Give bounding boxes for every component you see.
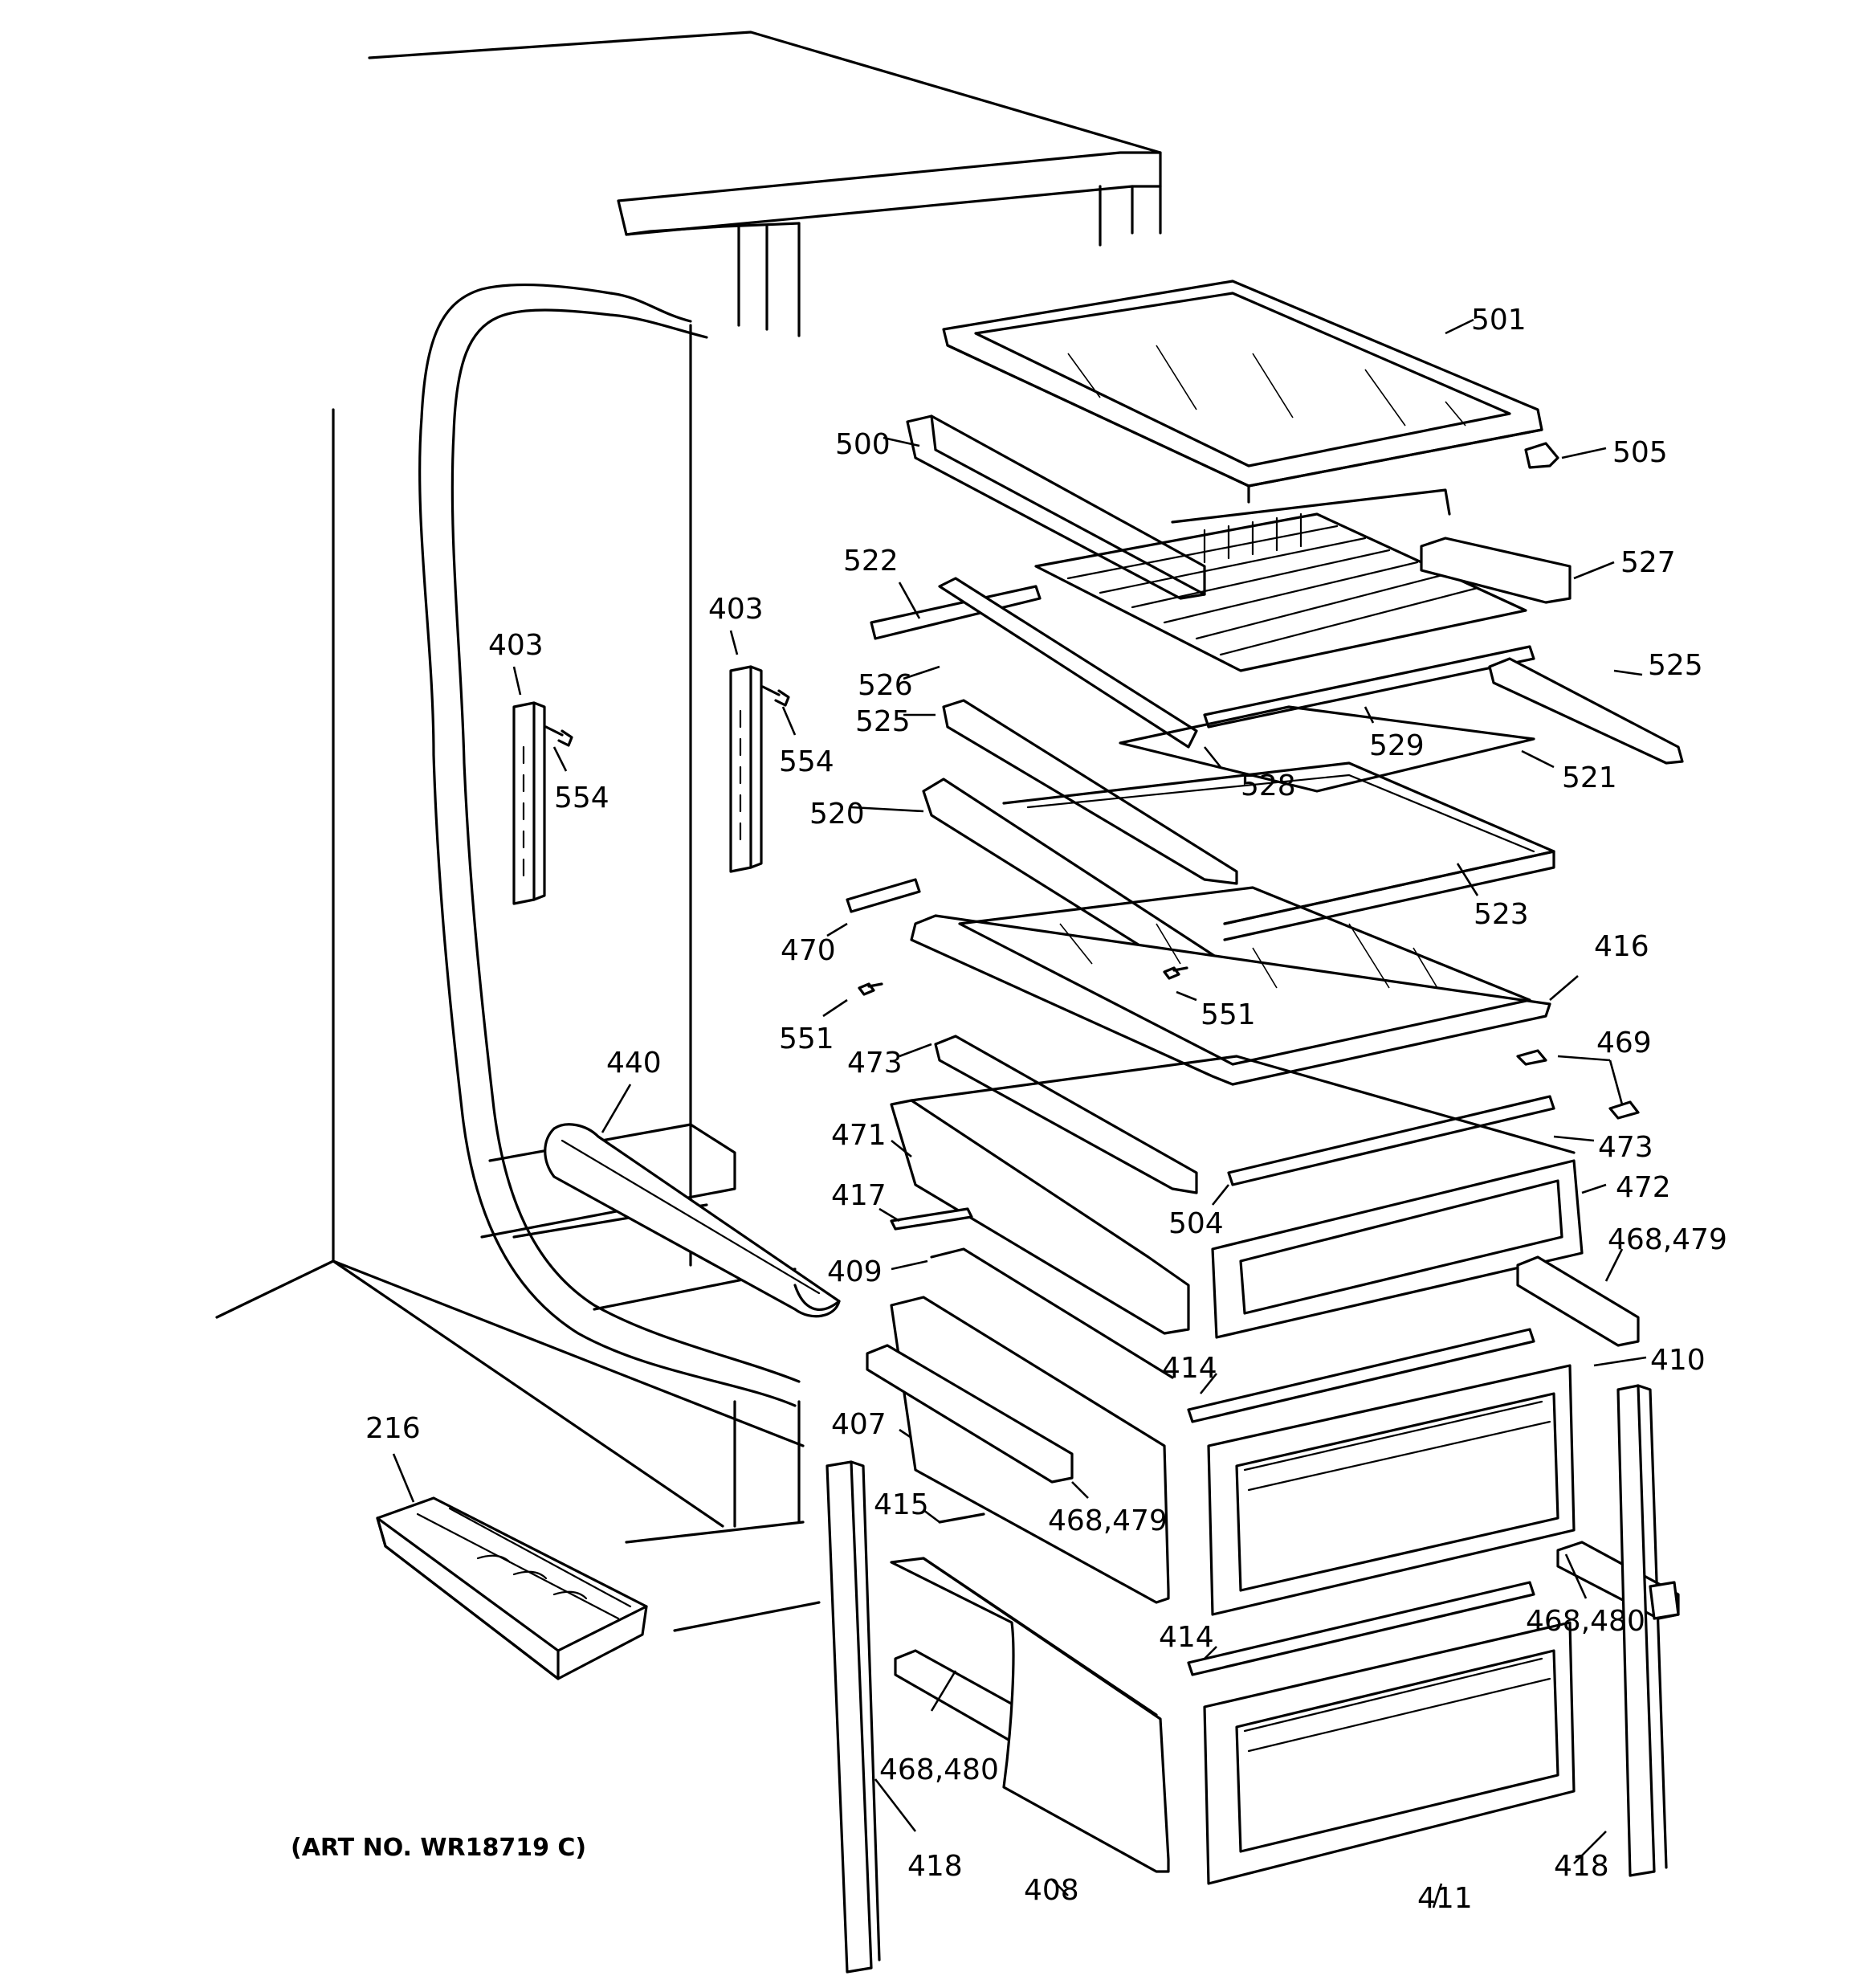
part-409-cover [930,1247,1174,1379]
label-525b: 525 [855,705,911,738]
part-216-tray [376,1496,648,1680]
part-525-rail-right [1488,657,1684,765]
part-468-479-slide-upper [1516,1255,1640,1347]
screw-551-left [858,982,883,996]
label-414a: 414 [1162,1352,1217,1385]
label-418a: 418 [907,1850,963,1883]
label-415: 415 [874,1488,929,1521]
label-408: 408 [1024,1874,1079,1907]
label-529: 529 [1369,729,1425,762]
label-551b: 551 [779,1023,834,1055]
part-418-support-left [826,1460,881,1974]
part-415-divider [938,1512,985,1524]
part-505-clip [1524,442,1559,469]
part-468-479-slide-lower [866,1344,1074,1484]
part-501-glass-shelf [942,280,1543,504]
part-523-bar [1223,850,1555,941]
part-500-bracket [906,414,1206,600]
label-440: 440 [606,1047,662,1080]
screw-554-left [544,725,573,747]
label-411: 411 [1417,1882,1473,1915]
label-216: 216 [365,1412,421,1445]
label-468-479a: 468,479 [1608,1223,1727,1256]
label-520: 520 [809,798,865,831]
screw-554-right [761,685,790,707]
callout-labels: 501 505 500 527 522 525 526 525 529 528 … [365,304,1727,1915]
shelf-support-rail-left [512,701,546,905]
part-473-slide-left [934,1035,1198,1194]
label-500: 500 [835,428,891,461]
refrigerator-cabinet [215,31,1162,1632]
label-521: 521 [1562,761,1617,794]
label-409: 409 [827,1255,883,1288]
label-527: 527 [1620,546,1676,579]
label-523: 523 [1474,898,1529,931]
label-468-480b: 468,480 [879,1753,999,1786]
label-504: 504 [1168,1207,1224,1240]
label-505: 505 [1612,436,1668,469]
label-525a: 525 [1648,649,1703,682]
part-414-divider-lower [1187,1581,1535,1676]
part-521-glass [1119,705,1535,793]
part-410-drawer-front [1207,1364,1576,1616]
label-414b: 414 [1159,1621,1214,1654]
label-472: 472 [1616,1171,1671,1204]
label-471: 471 [831,1119,887,1152]
screw-551-right [1163,966,1188,980]
label-501: 501 [1471,304,1527,337]
label-410: 410 [1650,1344,1706,1377]
part-472-drawer-front [1211,1159,1584,1339]
label-407: 407 [831,1408,887,1441]
label-403a: 403 [488,629,544,662]
label-551a: 551 [1201,998,1256,1031]
part-418-support-right [1616,1384,1680,1877]
label-473a: 473 [847,1047,903,1080]
part-527-slide [1420,537,1572,604]
part-416-glass-shelf [910,886,1551,1086]
label-468-480a: 468,480 [1526,1605,1645,1638]
label-417: 417 [831,1179,887,1212]
part-470-trim [846,878,921,913]
label-522: 522 [843,545,899,578]
label-528: 528 [1241,769,1296,802]
part-469-clips [1516,1049,1640,1120]
door-gasket [418,283,801,1407]
art-number: (ART NO. WR18719 C) [291,1834,586,1862]
part-440-cover [544,1123,841,1318]
part-414-divider-upper [1187,1328,1535,1423]
part-526-front [938,577,1198,749]
shelf-support-rail-right [729,665,763,873]
label-416: 416 [1594,930,1649,963]
label-554b: 554 [779,745,834,778]
part-473-slide-right [1227,1095,1555,1186]
part-411-drawer-front [1203,1621,1576,1885]
label-526: 526 [858,669,913,702]
part-408-pan [890,1557,1170,1873]
label-554a: 554 [554,782,609,814]
label-470: 470 [781,934,836,967]
label-468-479b: 468,479 [1048,1504,1168,1537]
part-417-strip [890,1207,973,1231]
callout-leaders [392,318,1647,1908]
label-469: 469 [1596,1027,1652,1059]
label-418b: 418 [1554,1850,1609,1883]
label-473b: 473 [1598,1131,1653,1164]
label-403b: 403 [708,593,764,626]
